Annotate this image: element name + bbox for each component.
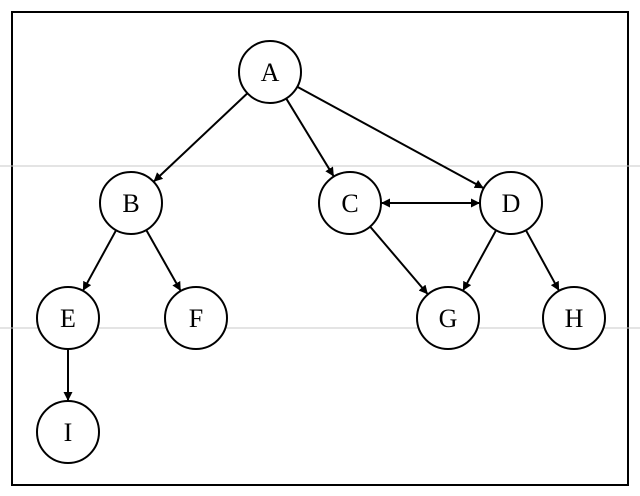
node-circle (36, 400, 100, 464)
edges-layer (63, 85, 560, 401)
node-circle (99, 171, 163, 235)
node-label: H (565, 304, 584, 333)
edge-a-c (285, 97, 335, 178)
node-label: I (64, 418, 73, 447)
node-label: C (341, 189, 358, 218)
node-label: E (60, 304, 76, 333)
node-d: D (479, 171, 543, 235)
diagram-frame (11, 11, 629, 486)
edge-a-d (296, 85, 485, 190)
node-label: A (261, 58, 280, 87)
node-e: E (36, 286, 100, 350)
edge-d-h (525, 229, 560, 292)
edge-b-e (82, 229, 117, 292)
edge-c-g (369, 225, 429, 296)
node-h: H (542, 286, 606, 350)
node-b: B (99, 171, 163, 235)
node-circle (542, 286, 606, 350)
node-circle (238, 40, 302, 104)
nodes-layer: A B C D E F G H I (36, 40, 606, 464)
node-label: D (502, 189, 521, 218)
node-i: I (36, 400, 100, 464)
node-f: F (164, 286, 228, 350)
edge-a-b (152, 92, 249, 183)
node-a: A (238, 40, 302, 104)
node-circle (36, 286, 100, 350)
node-circle (416, 286, 480, 350)
node-circle (164, 286, 228, 350)
node-circle (318, 171, 382, 235)
node-label: B (122, 189, 139, 218)
edge-b-f (145, 229, 182, 292)
node-g: G (416, 286, 480, 350)
node-label: F (189, 304, 203, 333)
node-c: C (318, 171, 382, 235)
edge-d-g (462, 229, 497, 292)
node-circle (479, 171, 543, 235)
node-label: G (439, 304, 458, 333)
